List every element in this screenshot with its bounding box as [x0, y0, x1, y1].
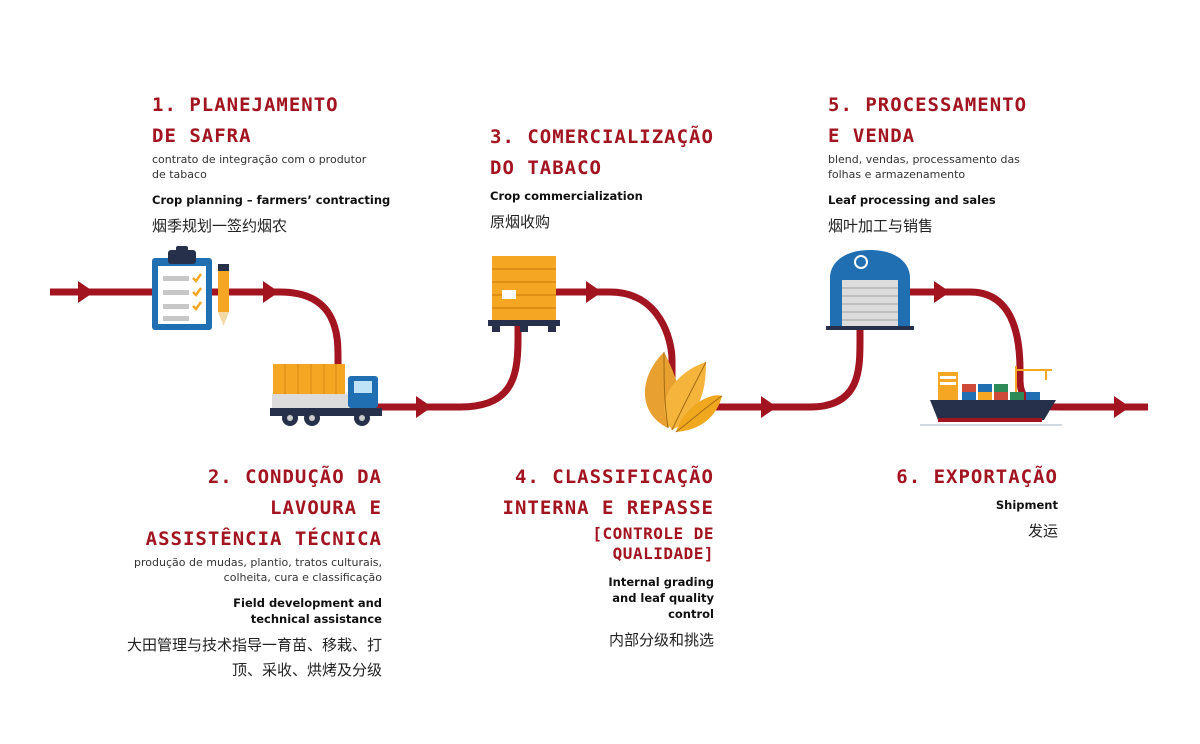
step-title-line: lavoura e — [270, 497, 382, 519]
step-3-crop-commercialization: 3. Comercialização do tabaco Crop commer… — [490, 122, 790, 235]
step-description-en: Crop commercialization — [490, 189, 643, 203]
step-title-line: e venda — [828, 125, 916, 147]
step-description-cn: 原烟收购 — [490, 213, 551, 231]
step-6-shipment: 6. Exportação Shipment 发运 — [760, 462, 1058, 544]
flow-arrows — [78, 281, 1130, 418]
step-description-pt: produção de mudas, plantio, tratos cultu… — [134, 556, 382, 584]
step-description-en: Field development and technical assistan… — [233, 596, 382, 626]
step-description-en: Crop planning – farmers’ contracting — [152, 193, 391, 207]
step-title: 1. Planejamento de safra — [152, 90, 412, 152]
step-title-line: 1. Planejamento — [152, 94, 339, 116]
step-title-line: interna e repasse — [502, 497, 714, 519]
step-title-line: 3. Comercialização — [490, 126, 714, 148]
step-description-en: Shipment — [995, 498, 1058, 512]
step-title-line: assistência técnica — [145, 528, 382, 550]
step-title: 4. Classificação interna e repasse [cont… — [400, 462, 714, 564]
step-description-en: Leaf processing and sales — [828, 193, 996, 207]
step-description-pt: blend, vendas, processamento das folhas … — [828, 153, 1020, 181]
step-title: 3. Comercialização do tabaco — [490, 122, 790, 184]
step-title: 5. Processamento e venda — [828, 90, 1108, 152]
step-1-crop-planning: 1. Planejamento de safra contrato de int… — [152, 90, 412, 239]
step-title: 2. Condução da lavoura e assistência téc… — [60, 462, 382, 555]
step-title-line: 6. Exportação — [896, 466, 1058, 488]
step-description-cn: 烟季规划一签约烟农 — [152, 217, 288, 235]
step-title-line: do tabaco — [490, 157, 602, 179]
step-title-line: 5. Processamento — [828, 94, 1028, 116]
step-description-cn: 发运 — [1027, 522, 1058, 540]
step-title: 6. Exportação — [760, 462, 1058, 493]
step-title-line: 4. Classificação — [514, 466, 714, 488]
step-description-en: Internal grading and leaf quality contro… — [608, 575, 714, 621]
step-subtitle: [controle de qualidade] — [592, 524, 714, 563]
step-title-line: de safra — [152, 125, 252, 147]
step-2-field-development: 2. Condução da lavoura e assistência téc… — [60, 462, 382, 683]
step-description-cn: 内部分级和挑选 — [608, 631, 714, 649]
step-description-cn: 烟叶加工与销售 — [828, 217, 934, 235]
step-title-line: 2. Condução da — [207, 466, 382, 488]
step-5-leaf-processing: 5. Processamento e venda blend, vendas, … — [828, 90, 1108, 239]
step-4-internal-grading: 4. Classificação interna e repasse [cont… — [400, 462, 714, 653]
step-description-cn: 大田管理与技术指导一育苗、移栽、打顶、采收、烘烤及分级 — [126, 636, 382, 679]
step-description-pt: contrato de integração com o produtor de… — [152, 153, 367, 181]
